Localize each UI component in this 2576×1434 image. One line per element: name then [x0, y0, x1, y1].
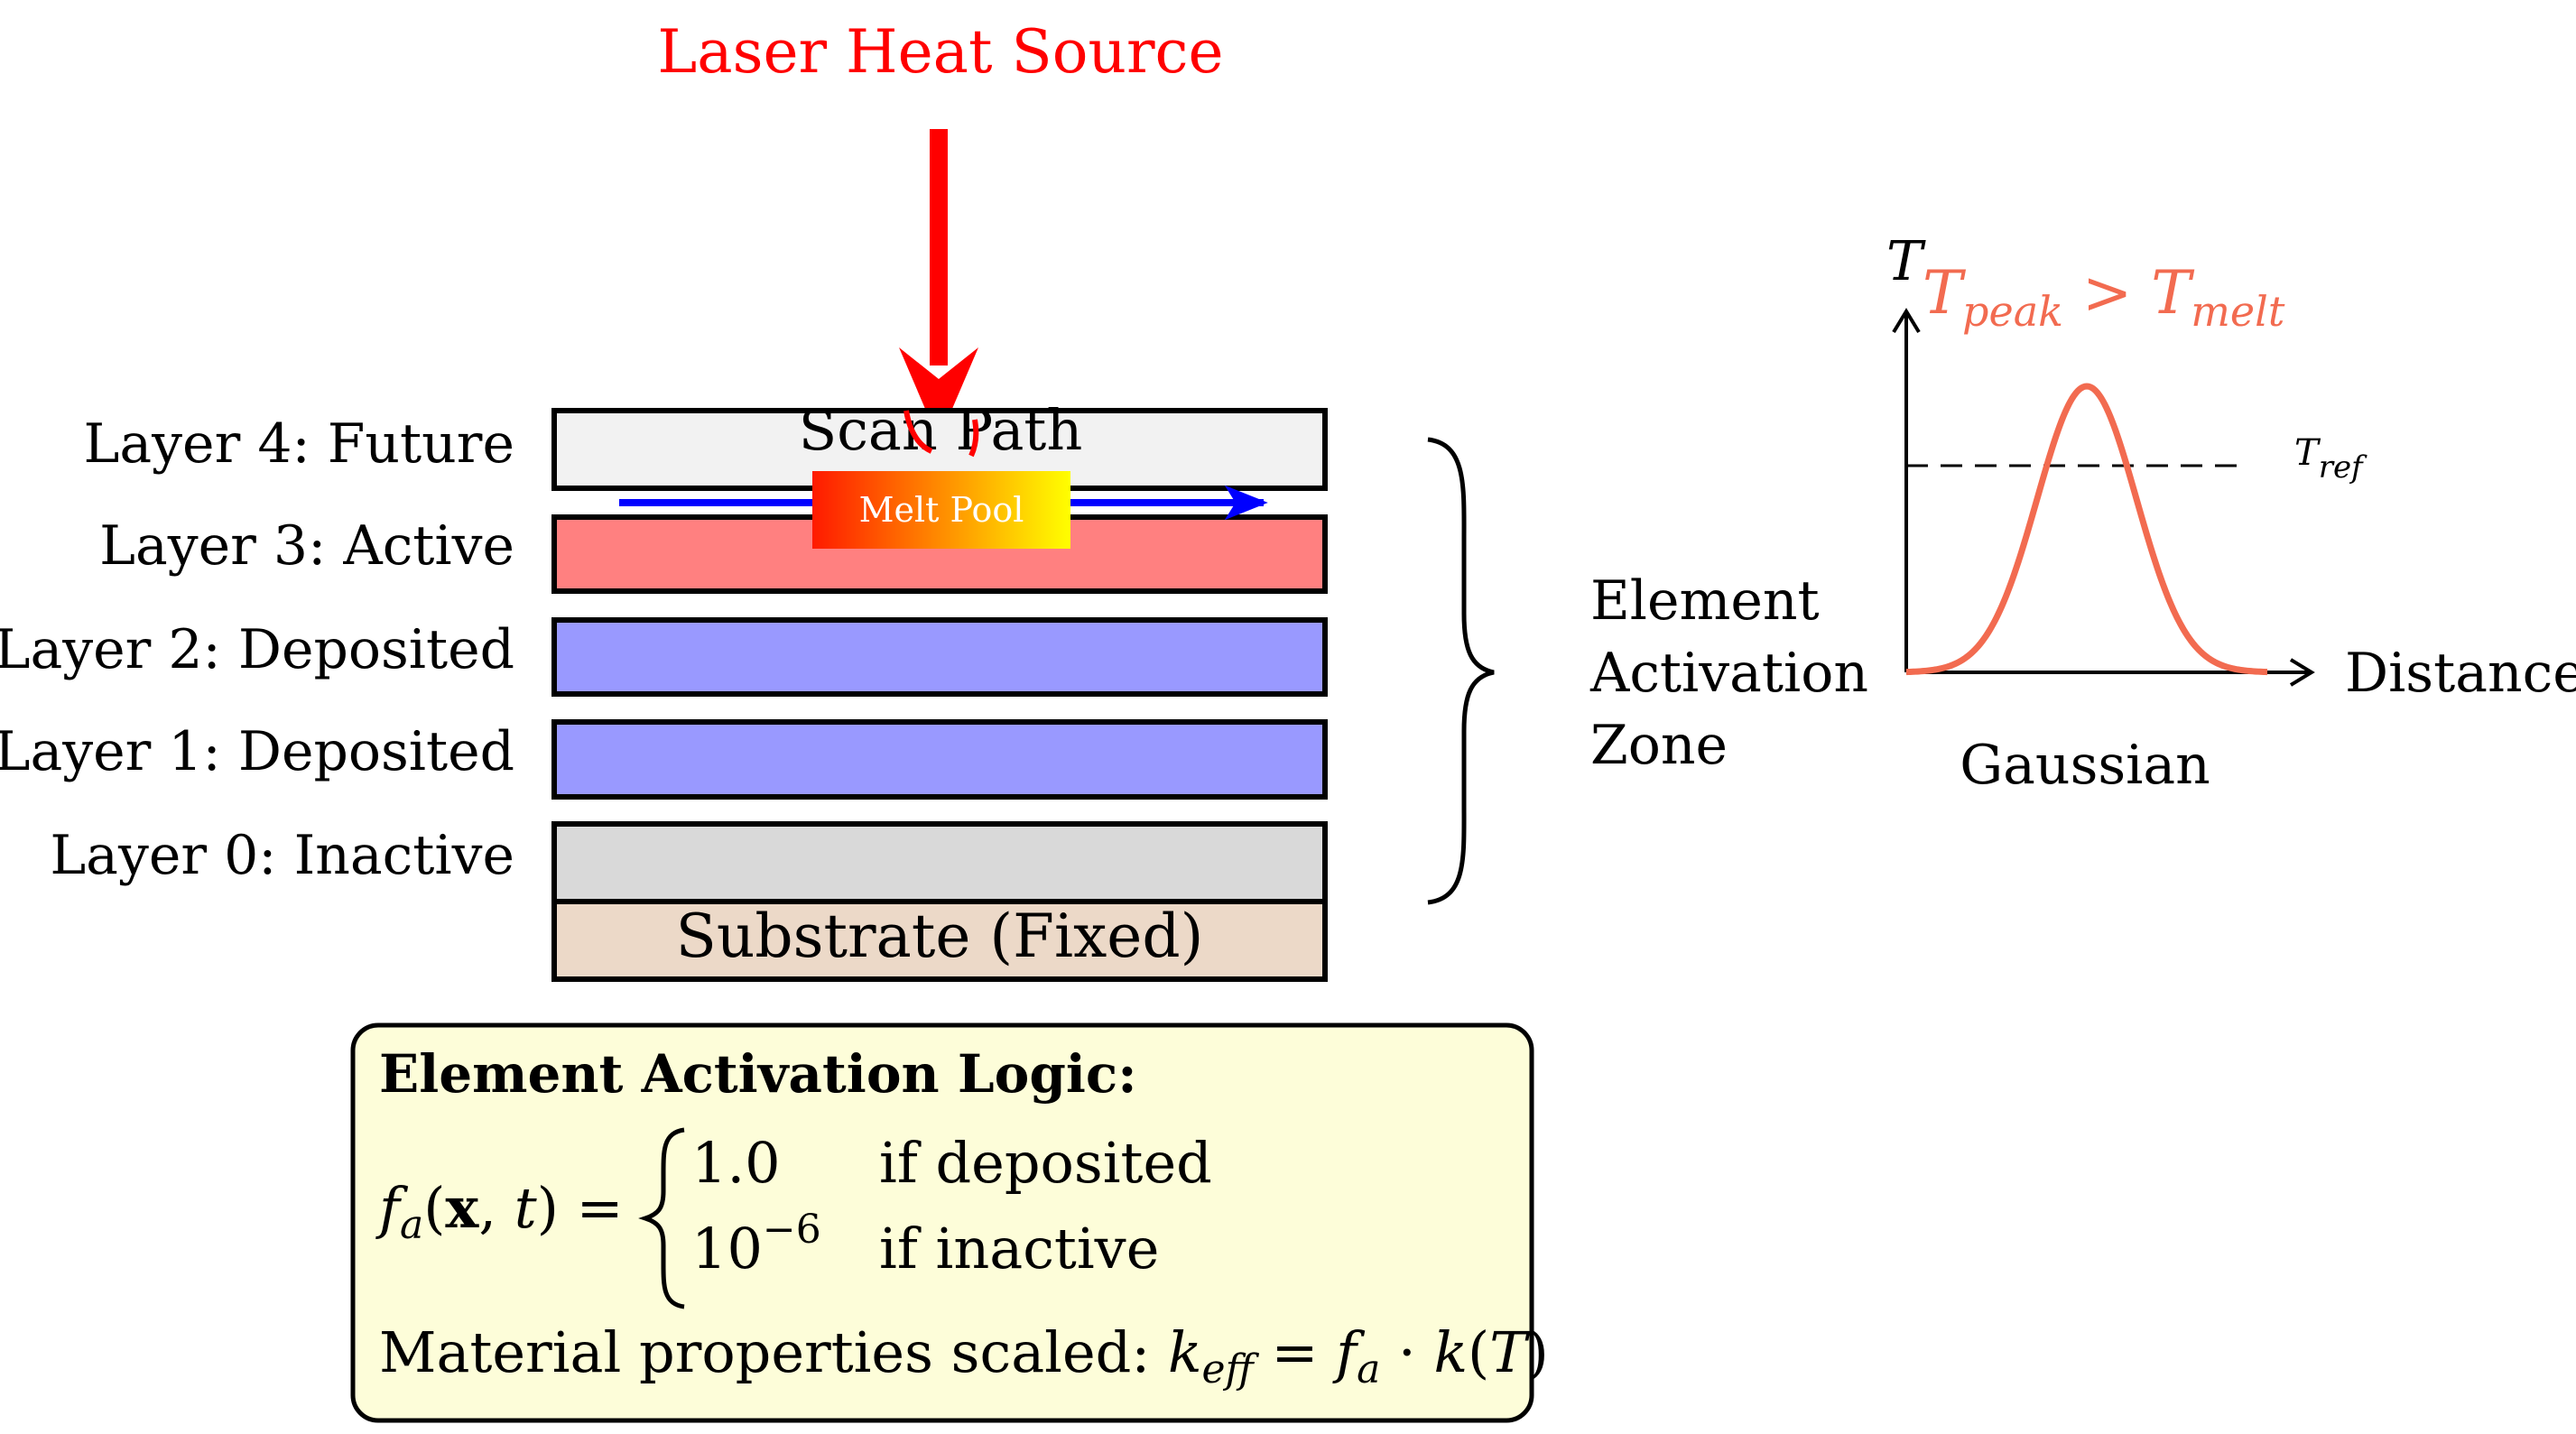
layer-4-label: Layer 4: Future [84, 412, 514, 476]
laser-heat-source-label: Laser Heat Source [657, 17, 1223, 87]
layer-3-active: Layer 3: Active [99, 514, 1328, 594]
substrate-label: Substrate (Fixed) [676, 902, 1204, 971]
y-axis-arrowhead [1892, 308, 1921, 334]
zone-label-line3: Zone [1590, 714, 1728, 777]
layer-2-rect [551, 617, 1328, 697]
layer-1-rect [551, 719, 1328, 800]
gaussian-caption: Gaussian [1960, 734, 2210, 797]
case1-value: 1.0 [691, 1130, 781, 1196]
logic-box-title: Element Activation Logic: [379, 1043, 1137, 1105]
substrate-rect [551, 899, 1328, 982]
layer-4-future: Layer 4: Future [84, 408, 1328, 491]
scan-path-label: Scan Path [799, 397, 1083, 463]
layer-0-inactive: Layer 0: Inactive [50, 821, 1328, 904]
layer-0-label: Layer 0: Inactive [50, 824, 514, 887]
laser-arrow [899, 129, 978, 440]
x-axis-arrowhead [2289, 658, 2315, 687]
layer-2-deposited: Layer 2: Deposited [0, 617, 1328, 697]
y-axis-label: T [1886, 230, 1926, 293]
layer-0-rect [551, 821, 1328, 904]
scaled-properties-line: Material properties scaled: keff = fa · … [379, 1319, 1549, 1392]
case1-condition: if deposited [879, 1130, 1212, 1196]
layer-1-label: Layer 1: Deposited [0, 720, 514, 783]
melt-pool-label: Melt Pool [859, 490, 1024, 530]
layer-2-label: Layer 2: Deposited [0, 618, 514, 681]
zone-label-line1: Element [1590, 569, 1820, 633]
activation-zone-brace [1427, 437, 1495, 905]
zone-label-line2: Activation [1589, 642, 1868, 705]
case2-condition: if inactive [879, 1216, 1159, 1281]
cases-brace [638, 1127, 685, 1309]
gaussian-curve [1905, 383, 2268, 676]
reference-label: Tref [2294, 432, 2368, 486]
case2-value: 10−6 [691, 1207, 821, 1281]
logic-box-frame [350, 1022, 1534, 1423]
temperature-profile-plot: T Distance Gaussian Tpeak > Tmelt Tref [1886, 230, 2576, 797]
layer-3-label: Layer 3: Active [99, 514, 514, 578]
melt-pool [812, 471, 1070, 549]
activation-logic-box: Element Activation Logic: fa(x, t) = 1.0… [350, 1022, 1549, 1423]
x-axis-label: Distance [2345, 642, 2576, 705]
substrate-fixed: Substrate (Fixed) [551, 899, 1328, 982]
laser-spot-arc [903, 410, 979, 458]
layer-1-deposited: Layer 1: Deposited [0, 719, 1328, 800]
peak-label: Tpeak > Tmelt [1923, 258, 2285, 336]
